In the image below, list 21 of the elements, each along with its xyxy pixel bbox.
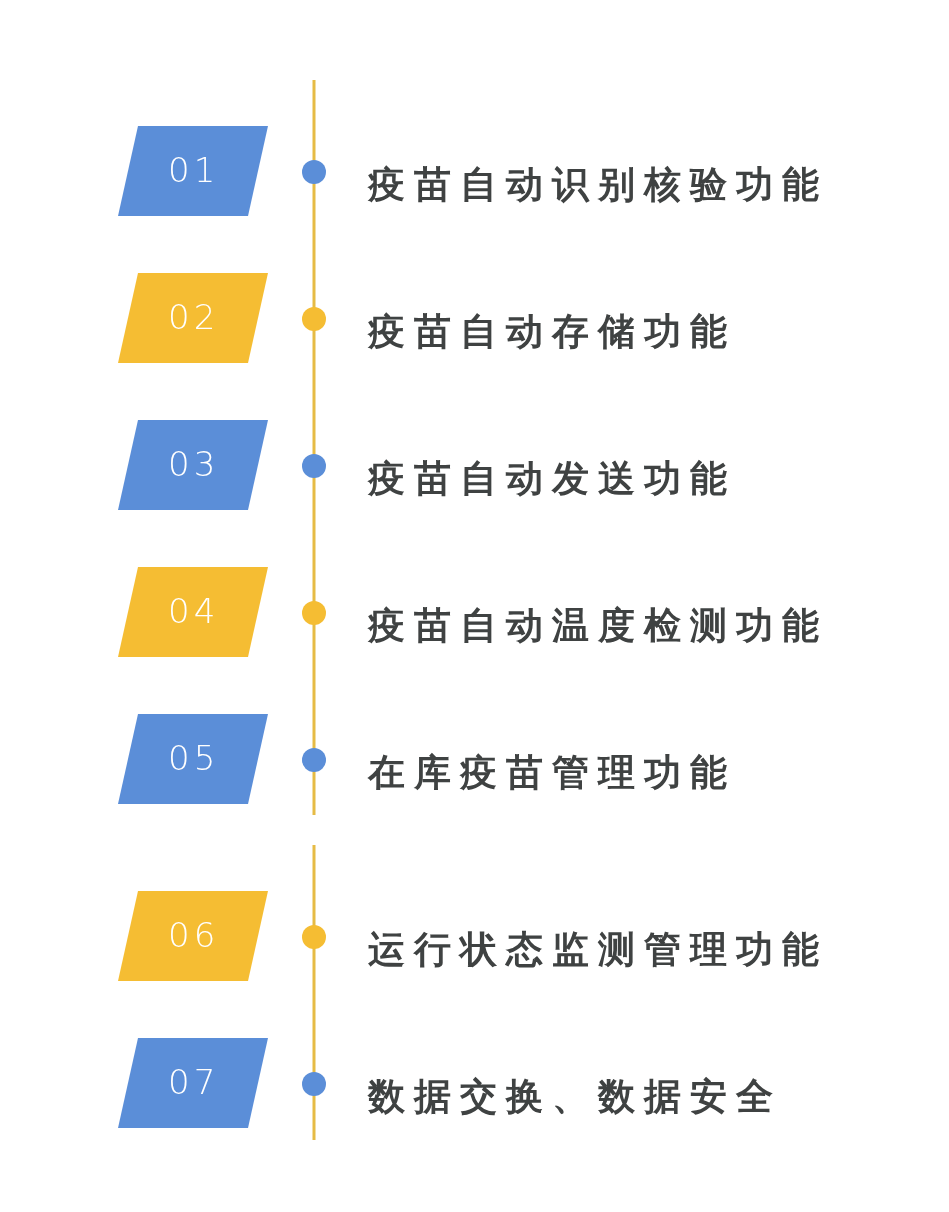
- feature-text: 数据交换、数据安全: [368, 1076, 782, 1119]
- parallelogram-tab: [118, 420, 268, 510]
- feature-text: 在库疫苗管理功能: [368, 752, 736, 795]
- step-number: 06: [168, 918, 220, 952]
- parallelogram-tab: [118, 1038, 268, 1128]
- parallelogram-tab: [118, 273, 268, 363]
- step-number: 01: [168, 153, 220, 187]
- step-number: 07: [168, 1065, 220, 1099]
- feature-text: 运行状态监测管理功能: [368, 929, 828, 972]
- feature-text: 疫苗自动存储功能: [368, 311, 736, 354]
- step-number: 05: [168, 741, 220, 775]
- step-number: 02: [168, 300, 220, 334]
- step-number: 03: [168, 447, 220, 481]
- step-number: 04: [168, 594, 220, 628]
- feature-text: 疫苗自动识别核验功能: [368, 164, 828, 207]
- feature-text: 疫苗自动温度检测功能: [368, 605, 828, 648]
- parallelogram-tab: [118, 567, 268, 657]
- parallelogram-tab: [118, 714, 268, 804]
- parallelogram-tab: [118, 891, 268, 981]
- parallelogram-tab: [118, 126, 268, 216]
- feature-text: 疫苗自动发送功能: [368, 458, 736, 501]
